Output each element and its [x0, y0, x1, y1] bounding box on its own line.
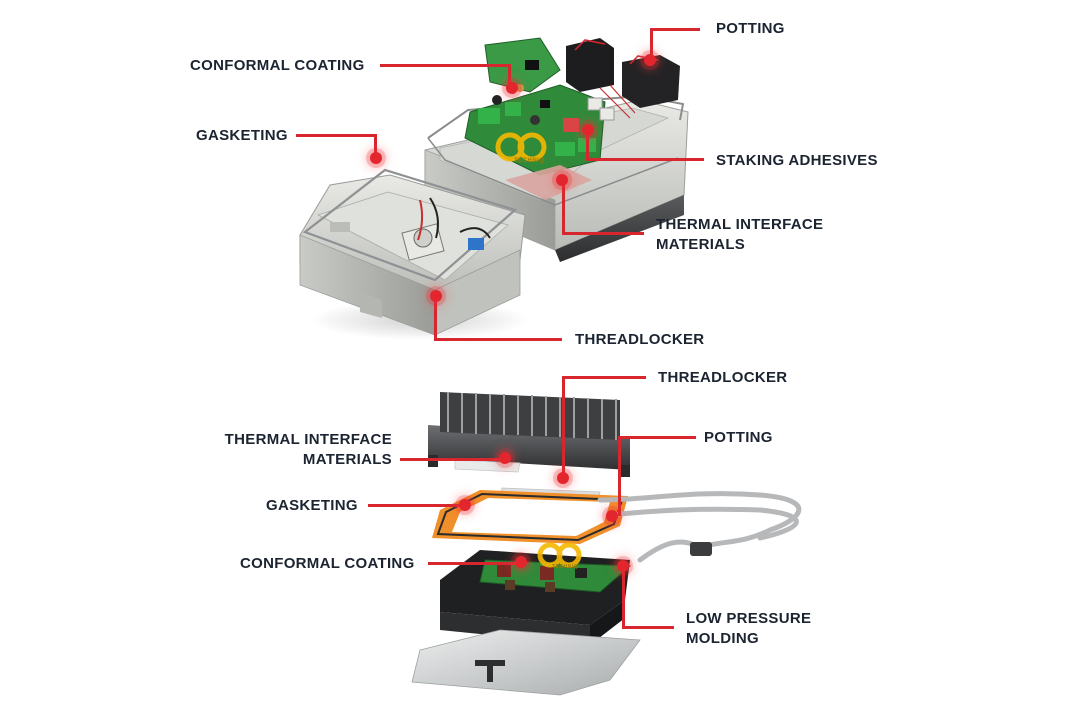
leader-threadlocker-top — [434, 338, 562, 341]
leader-threadlocker-bottom-v — [562, 376, 565, 476]
label-staking-adhesives: STAKING ADHESIVES — [716, 152, 878, 169]
brand-watermark-logo-bottom — [537, 542, 582, 568]
marker-conformal-bottom — [515, 556, 527, 568]
leader-staking-top-v — [586, 130, 589, 160]
label-potting-bottom: POTTING — [704, 429, 773, 446]
marker-gasketing-bottom — [459, 499, 471, 511]
thermal-pad-top — [505, 165, 592, 200]
leader-potting-top-v — [650, 28, 653, 58]
leader-conformal-top — [380, 64, 510, 67]
leader-thermal-bottom — [400, 458, 504, 461]
leader-gasketing-top — [296, 134, 376, 137]
label-thermal-interface-bottom-1: THERMAL INTERFACE — [224, 431, 392, 448]
label-conformal-coating-bottom: CONFORMAL COATING — [240, 555, 415, 572]
label-low-pressure-1: LOW PRESSURE — [686, 610, 812, 627]
leader-gasketing-top-v — [374, 134, 377, 158]
marker-potting-bottom — [606, 510, 618, 522]
marker-gasketing-top — [370, 152, 382, 164]
label-low-pressure-2: MOLDING — [686, 630, 759, 647]
marker-potting-top — [644, 54, 656, 66]
label-gasketing-top: GASKETING — [196, 127, 288, 144]
marker-conformal-top — [506, 82, 518, 94]
label-conformal-coating-top: CONFORMAL COATING — [190, 57, 365, 74]
leader-conformal-top-v — [508, 64, 511, 86]
gasket-frame — [432, 490, 628, 544]
marker-thermal-bottom — [499, 452, 511, 464]
label-thermal-interface-top-1: THERMAL INTERFACE — [656, 216, 824, 233]
watermark-text-top: TECHNIQ — [514, 158, 545, 164]
label-threadlocker-top: THREADLOCKER — [575, 331, 705, 348]
pcb-tray — [440, 550, 632, 645]
label-thermal-interface-bottom-2: MATERIALS — [302, 451, 392, 468]
leader-low-pressure — [622, 626, 674, 629]
watermark-text-bottom: TECHNIQ — [552, 564, 578, 570]
leader-thermal-top-v — [562, 180, 565, 234]
marker-threadlocker-bottom — [557, 472, 569, 484]
leader-threadlocker-top-v — [434, 296, 437, 340]
marker-threadlocker-top — [430, 290, 442, 302]
potting-transformers — [566, 38, 680, 119]
marker-low-pressure — [617, 560, 629, 572]
label-gasketing-bottom: GASKETING — [266, 497, 358, 514]
label-threadlocker-bottom: THREADLOCKER — [658, 369, 788, 386]
leader-thermal-top — [562, 232, 644, 235]
junction-box — [299, 168, 530, 340]
leader-potting-top — [650, 28, 700, 31]
leader-low-pressure-v — [622, 568, 625, 628]
cable-connector — [690, 542, 712, 556]
base-plate — [411, 629, 641, 696]
marker-staking-top — [582, 124, 594, 136]
leader-staking-top — [586, 158, 704, 161]
marker-thermal-top — [556, 174, 568, 186]
brand-watermark-logo-top — [495, 132, 547, 162]
label-thermal-interface-top-2: MATERIALS — [656, 236, 746, 253]
leader-potting-bottom — [618, 436, 696, 439]
leader-conformal-bottom — [428, 562, 520, 565]
leader-potting-bottom-v — [618, 436, 621, 516]
leader-gasketing-bottom — [368, 504, 464, 507]
pcb-board-top — [464, 37, 615, 176]
label-potting-top: POTTING — [716, 20, 785, 37]
leader-threadlocker-bottom — [562, 376, 646, 379]
